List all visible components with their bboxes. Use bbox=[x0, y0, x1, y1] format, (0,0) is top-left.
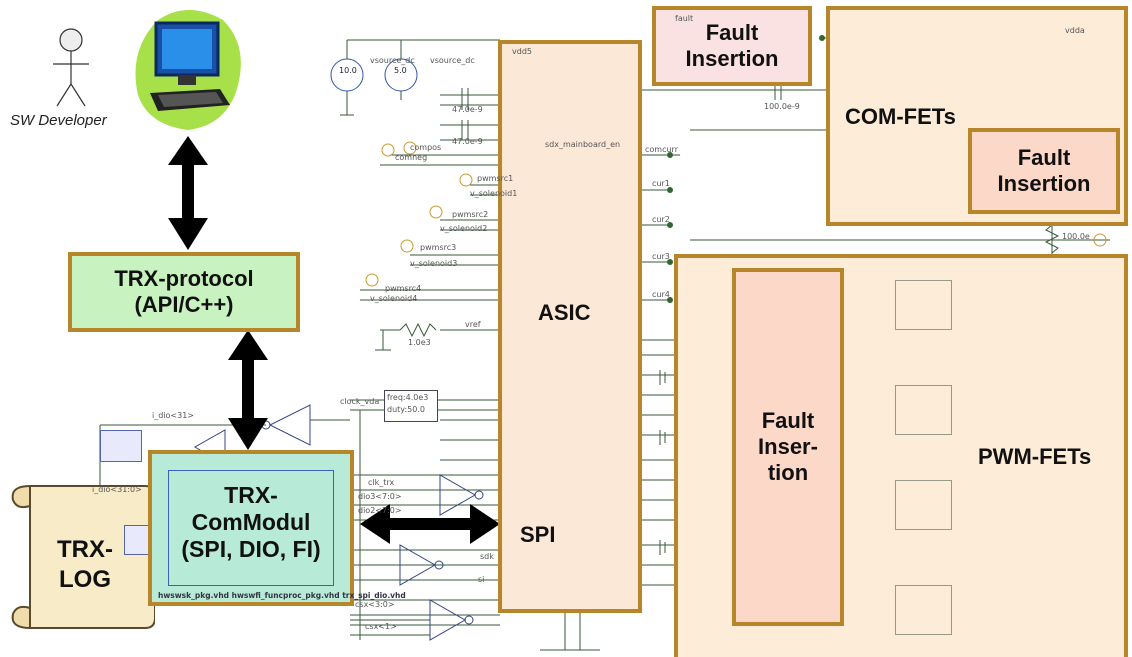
trx-protocol-box: TRX-protocol (API/C++) bbox=[68, 252, 300, 332]
clock-freq: freq:4.0e3 bbox=[387, 393, 429, 402]
csx30-label: csx<3:0> bbox=[355, 600, 395, 609]
com-fets-fault-box: Fault Insertion bbox=[968, 128, 1120, 214]
fault-insertion-top-box: Fault Insertion bbox=[652, 6, 812, 86]
trx-commodul-box: TRX- ComModul (SPI, DIO, FI) hwswsk_pkg.… bbox=[148, 450, 406, 606]
vref-label: vref bbox=[465, 320, 481, 329]
pwm-fault-line3: tion bbox=[767, 460, 809, 485]
developer-figure-icon bbox=[53, 28, 89, 107]
compos-label: compos bbox=[410, 143, 442, 152]
clock-source-box bbox=[384, 390, 438, 422]
trx-protocol-title: TRX-protocol bbox=[114, 266, 254, 291]
trx-log-line2: LOG bbox=[59, 566, 111, 593]
fault-top-line2: Insertion bbox=[685, 46, 779, 71]
vsol2-label: v_solenoid2 bbox=[440, 224, 488, 233]
fault-small-label: fault bbox=[675, 14, 694, 23]
asic-box bbox=[498, 40, 642, 613]
trx-log-line1: TRX- bbox=[57, 536, 113, 563]
com-fets-label: COM-FETs bbox=[845, 104, 956, 129]
cur1-label: cur1 bbox=[652, 179, 670, 188]
clock-name: clock_vda bbox=[340, 397, 380, 406]
vsol1-label: v_solenoid1 bbox=[470, 189, 518, 198]
pwm-switch-3 bbox=[895, 480, 952, 530]
vdd-label: vdd5 bbox=[512, 47, 532, 56]
com-fault-line2: Insertion bbox=[997, 171, 1091, 196]
cap1-label: 47.0e-9 bbox=[452, 105, 483, 114]
developer-label: SW Developer bbox=[10, 112, 107, 129]
trx-commodul-line1: TRX- bbox=[224, 482, 278, 508]
pwmsrc4-label: pwmsrc4 bbox=[385, 284, 422, 293]
res-vref-label: 1.0e3 bbox=[408, 338, 431, 347]
asic-label: ASIC bbox=[538, 300, 591, 325]
i-dio31-0-label: i_dio<31:0> bbox=[92, 485, 142, 494]
sdk-label: sdk bbox=[480, 552, 494, 561]
fault-top-line1: Fault bbox=[705, 20, 759, 45]
spi-label: SPI bbox=[520, 522, 556, 547]
i-dio31-label: i_dio<31> bbox=[152, 411, 195, 420]
si-label: si bbox=[478, 575, 485, 584]
dio2-label: dio2<7:0> bbox=[358, 506, 402, 515]
pwm-fets-fault-box: Fault Inser- tion bbox=[732, 268, 844, 626]
clk-trx-label: clk_trx bbox=[368, 478, 395, 487]
cur4-label: cur4 bbox=[652, 290, 670, 299]
dio3-label: dio3<7:0> bbox=[358, 492, 402, 501]
pwmsrc3-label: pwmsrc3 bbox=[420, 243, 457, 252]
comneg-label: comneg bbox=[395, 153, 428, 162]
com-fault-line1: Fault bbox=[1017, 145, 1071, 170]
vsol3-label: v_solenoid3 bbox=[410, 259, 458, 268]
scroll-icon bbox=[11, 484, 155, 630]
cur2-label: cur2 bbox=[652, 215, 670, 224]
vsrc1-name: vsource_dc bbox=[370, 56, 415, 65]
pwmsrc1-label: pwmsrc1 bbox=[477, 174, 514, 183]
trx-commodul-line3: (SPI, DIO, FI) bbox=[181, 536, 321, 562]
dio-block-top bbox=[100, 430, 142, 462]
vsrc2-value: 5.0 bbox=[394, 66, 407, 75]
comcurr-label: comcurr bbox=[645, 145, 678, 154]
cap2-label: 47.0e-9 bbox=[452, 137, 483, 146]
trx-log-label: TRX- LOG bbox=[45, 535, 125, 595]
pwm-switch-2 bbox=[895, 385, 952, 435]
vsrc1-value: 10.0 bbox=[339, 66, 357, 75]
pwm-fets-label: PWM-FETs bbox=[978, 444, 1092, 469]
trx-protocol-subtitle: (API/C++) bbox=[134, 292, 234, 317]
cur3-label: cur3 bbox=[652, 252, 670, 261]
vsol4-label: v_solenoid4 bbox=[370, 294, 418, 303]
vsrc2-name: vsource_dc bbox=[430, 56, 475, 65]
cap-top-label: 100.0e-9 bbox=[764, 102, 800, 111]
trx-commodul-footer: hwswsk_pkg.vhd hwswfi_funcproc_pkg.vhd t… bbox=[158, 591, 406, 600]
trx-commodul-line2: ComModul bbox=[191, 509, 311, 535]
pwm-fault-line1: Fault bbox=[761, 408, 815, 433]
vdda-label: vdda bbox=[1065, 26, 1085, 35]
csx1-label: csx<1> bbox=[365, 622, 397, 631]
res-com-label: 100.0e bbox=[1062, 232, 1090, 241]
pwm-fault-line2: Inser- bbox=[758, 434, 818, 459]
clock-duty: duty:50.0 bbox=[387, 405, 425, 414]
mainboard-en-label: sdx_mainboard_en bbox=[545, 140, 621, 149]
computer-icon bbox=[135, 10, 241, 130]
pwm-switch-4 bbox=[895, 585, 952, 635]
pwmsrc2-label: pwmsrc2 bbox=[452, 210, 489, 219]
pwm-switch-1 bbox=[895, 280, 952, 330]
